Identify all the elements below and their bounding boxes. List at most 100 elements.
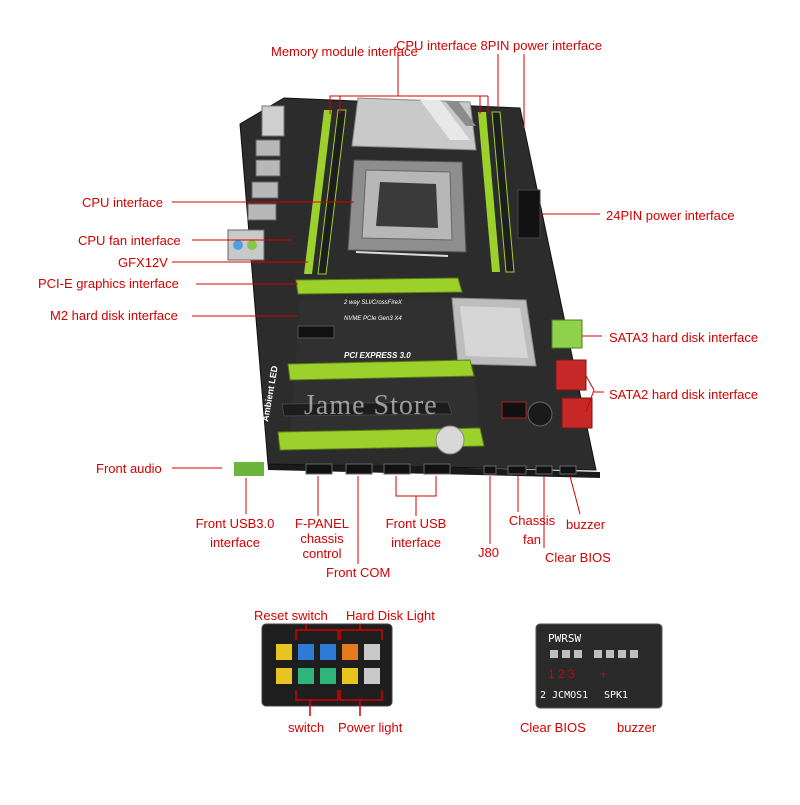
watermark-text: Jame Store bbox=[304, 390, 438, 421]
label-clear-bios-2: Clear BIOS bbox=[520, 720, 586, 735]
plus-sign: + bbox=[600, 667, 607, 681]
label-buzzer-2: buzzer bbox=[617, 720, 657, 735]
pin bbox=[618, 650, 626, 658]
pin bbox=[550, 650, 558, 658]
jumper-pins bbox=[550, 650, 638, 658]
com-header bbox=[345, 463, 373, 475]
audio-jacks bbox=[227, 229, 265, 261]
vrm-heatsink bbox=[351, 97, 477, 151]
jumper-detail: 1 2 3 + PWRSW 2 JCMOS1 SPK1 bbox=[535, 623, 663, 709]
pin-green bbox=[298, 668, 314, 684]
label-fpanel: F-PANEL chassis control bbox=[284, 516, 360, 561]
label-chassis-fan-line2: fan bbox=[522, 532, 542, 547]
label-fpanel-line2: chassis bbox=[300, 531, 344, 546]
audio-jack bbox=[233, 240, 243, 250]
label-power-light: Power light bbox=[338, 720, 403, 735]
chassis-fan-header bbox=[507, 465, 527, 475]
motherboard: Ambient LED PCI EXPRESS 3.0 NVME PCIe Ge… bbox=[227, 97, 600, 478]
j80-header bbox=[483, 465, 497, 475]
label-clear-bios: Clear BIOS bbox=[545, 550, 611, 565]
buzzer-speaker bbox=[527, 401, 553, 427]
label-cpu-power: CPU interface 8PIN power interface bbox=[396, 38, 602, 53]
label-chassis-fan-line1: Chassis bbox=[508, 513, 556, 528]
label-switch: switch bbox=[288, 720, 325, 735]
label-atx24: 24PIN power interface bbox=[606, 208, 735, 223]
usb-header bbox=[423, 463, 451, 475]
pin-orange bbox=[342, 644, 358, 660]
pin-blue bbox=[320, 644, 336, 660]
io-port bbox=[255, 159, 281, 177]
rear-io-ports bbox=[227, 105, 285, 261]
dimm-slot bbox=[317, 109, 347, 275]
pcie-slot bbox=[277, 427, 485, 451]
usb-header bbox=[383, 463, 411, 475]
pin-blue bbox=[298, 644, 314, 660]
fpanel-header bbox=[305, 463, 333, 475]
sata-ports bbox=[551, 319, 593, 429]
pin-grey bbox=[364, 668, 380, 684]
label-chassis-fan: Chassis fan bbox=[502, 513, 562, 547]
label-pcie-gfx: PCI-E graphics interface bbox=[38, 276, 179, 291]
buzzer-header bbox=[559, 465, 577, 475]
label-j80: J80 bbox=[478, 545, 499, 560]
callout-sata2 bbox=[585, 375, 595, 413]
pin bbox=[574, 650, 582, 658]
crossfire-text: 2 way SLI/CrossFireX bbox=[343, 300, 403, 306]
chipset-heatsink bbox=[451, 297, 537, 367]
pci-express-text: PCI EXPRESS 3.0 bbox=[344, 351, 411, 360]
label-fpanel-line3: control bbox=[302, 546, 342, 561]
pin-grey bbox=[364, 644, 380, 660]
pin-yellow bbox=[342, 668, 358, 684]
fpanel-detail bbox=[261, 623, 393, 716]
bottom-headers bbox=[234, 462, 577, 476]
pcie-slot bbox=[287, 359, 475, 381]
label-usb3: Front USB3.0 interface bbox=[180, 516, 290, 550]
io-port bbox=[255, 139, 281, 157]
io-port bbox=[261, 105, 285, 137]
pin-yellow bbox=[276, 668, 292, 684]
sata2-port bbox=[555, 359, 587, 391]
pcie-slot bbox=[281, 401, 453, 417]
nvme-text: NVME PCIe Gen3 X4 bbox=[344, 316, 402, 322]
clear-bios-header bbox=[535, 465, 553, 475]
label-cpu: CPU interface bbox=[82, 195, 163, 210]
jumper-numbers: 1 2 3 bbox=[548, 667, 575, 681]
pcie-slots bbox=[277, 277, 485, 451]
label-hdd-light: Hard Disk Light bbox=[346, 608, 435, 623]
label-cpu-fan: CPU fan interface bbox=[78, 233, 181, 248]
dimm-slot bbox=[304, 110, 332, 274]
fpanel-brackets bbox=[295, 624, 383, 716]
pcie-slot bbox=[295, 277, 463, 295]
pin bbox=[594, 650, 602, 658]
label-front-usb-line1: Front USB bbox=[385, 516, 447, 531]
callout-front-usb bbox=[395, 476, 437, 497]
spk-text: SPK1 bbox=[604, 690, 628, 701]
label-gfx: GFX12V bbox=[118, 255, 168, 270]
callout-buzzer bbox=[569, 475, 581, 515]
pin bbox=[630, 650, 638, 658]
dimm-slot bbox=[478, 112, 500, 272]
label-buzzer: buzzer bbox=[566, 517, 606, 532]
label-fpanel-line1: F-PANEL bbox=[295, 516, 349, 531]
debug-display bbox=[501, 401, 527, 419]
fpanel-pins bbox=[276, 644, 380, 684]
label-reset-switch: Reset switch bbox=[254, 608, 328, 623]
jcmos-text: 2 JCMOS1 bbox=[540, 690, 588, 701]
m2-slot bbox=[297, 325, 335, 339]
pwrsw-text: PWRSW bbox=[548, 632, 581, 645]
memory-slots-left bbox=[304, 109, 347, 275]
sata3-port bbox=[551, 319, 583, 349]
atx-24pin-connector bbox=[517, 189, 541, 239]
pin-yellow bbox=[276, 644, 292, 660]
cpu-socket bbox=[347, 159, 467, 257]
pin-green bbox=[320, 668, 336, 684]
sata2-port bbox=[561, 397, 593, 429]
label-memory: Memory module interface bbox=[271, 44, 418, 59]
label-front-usb-line2: interface bbox=[391, 535, 441, 550]
label-sata3: SATA3 hard disk interface bbox=[609, 330, 759, 345]
pin bbox=[606, 650, 614, 658]
pin bbox=[562, 650, 570, 658]
io-port bbox=[251, 181, 279, 199]
dimm-slot bbox=[491, 111, 515, 273]
